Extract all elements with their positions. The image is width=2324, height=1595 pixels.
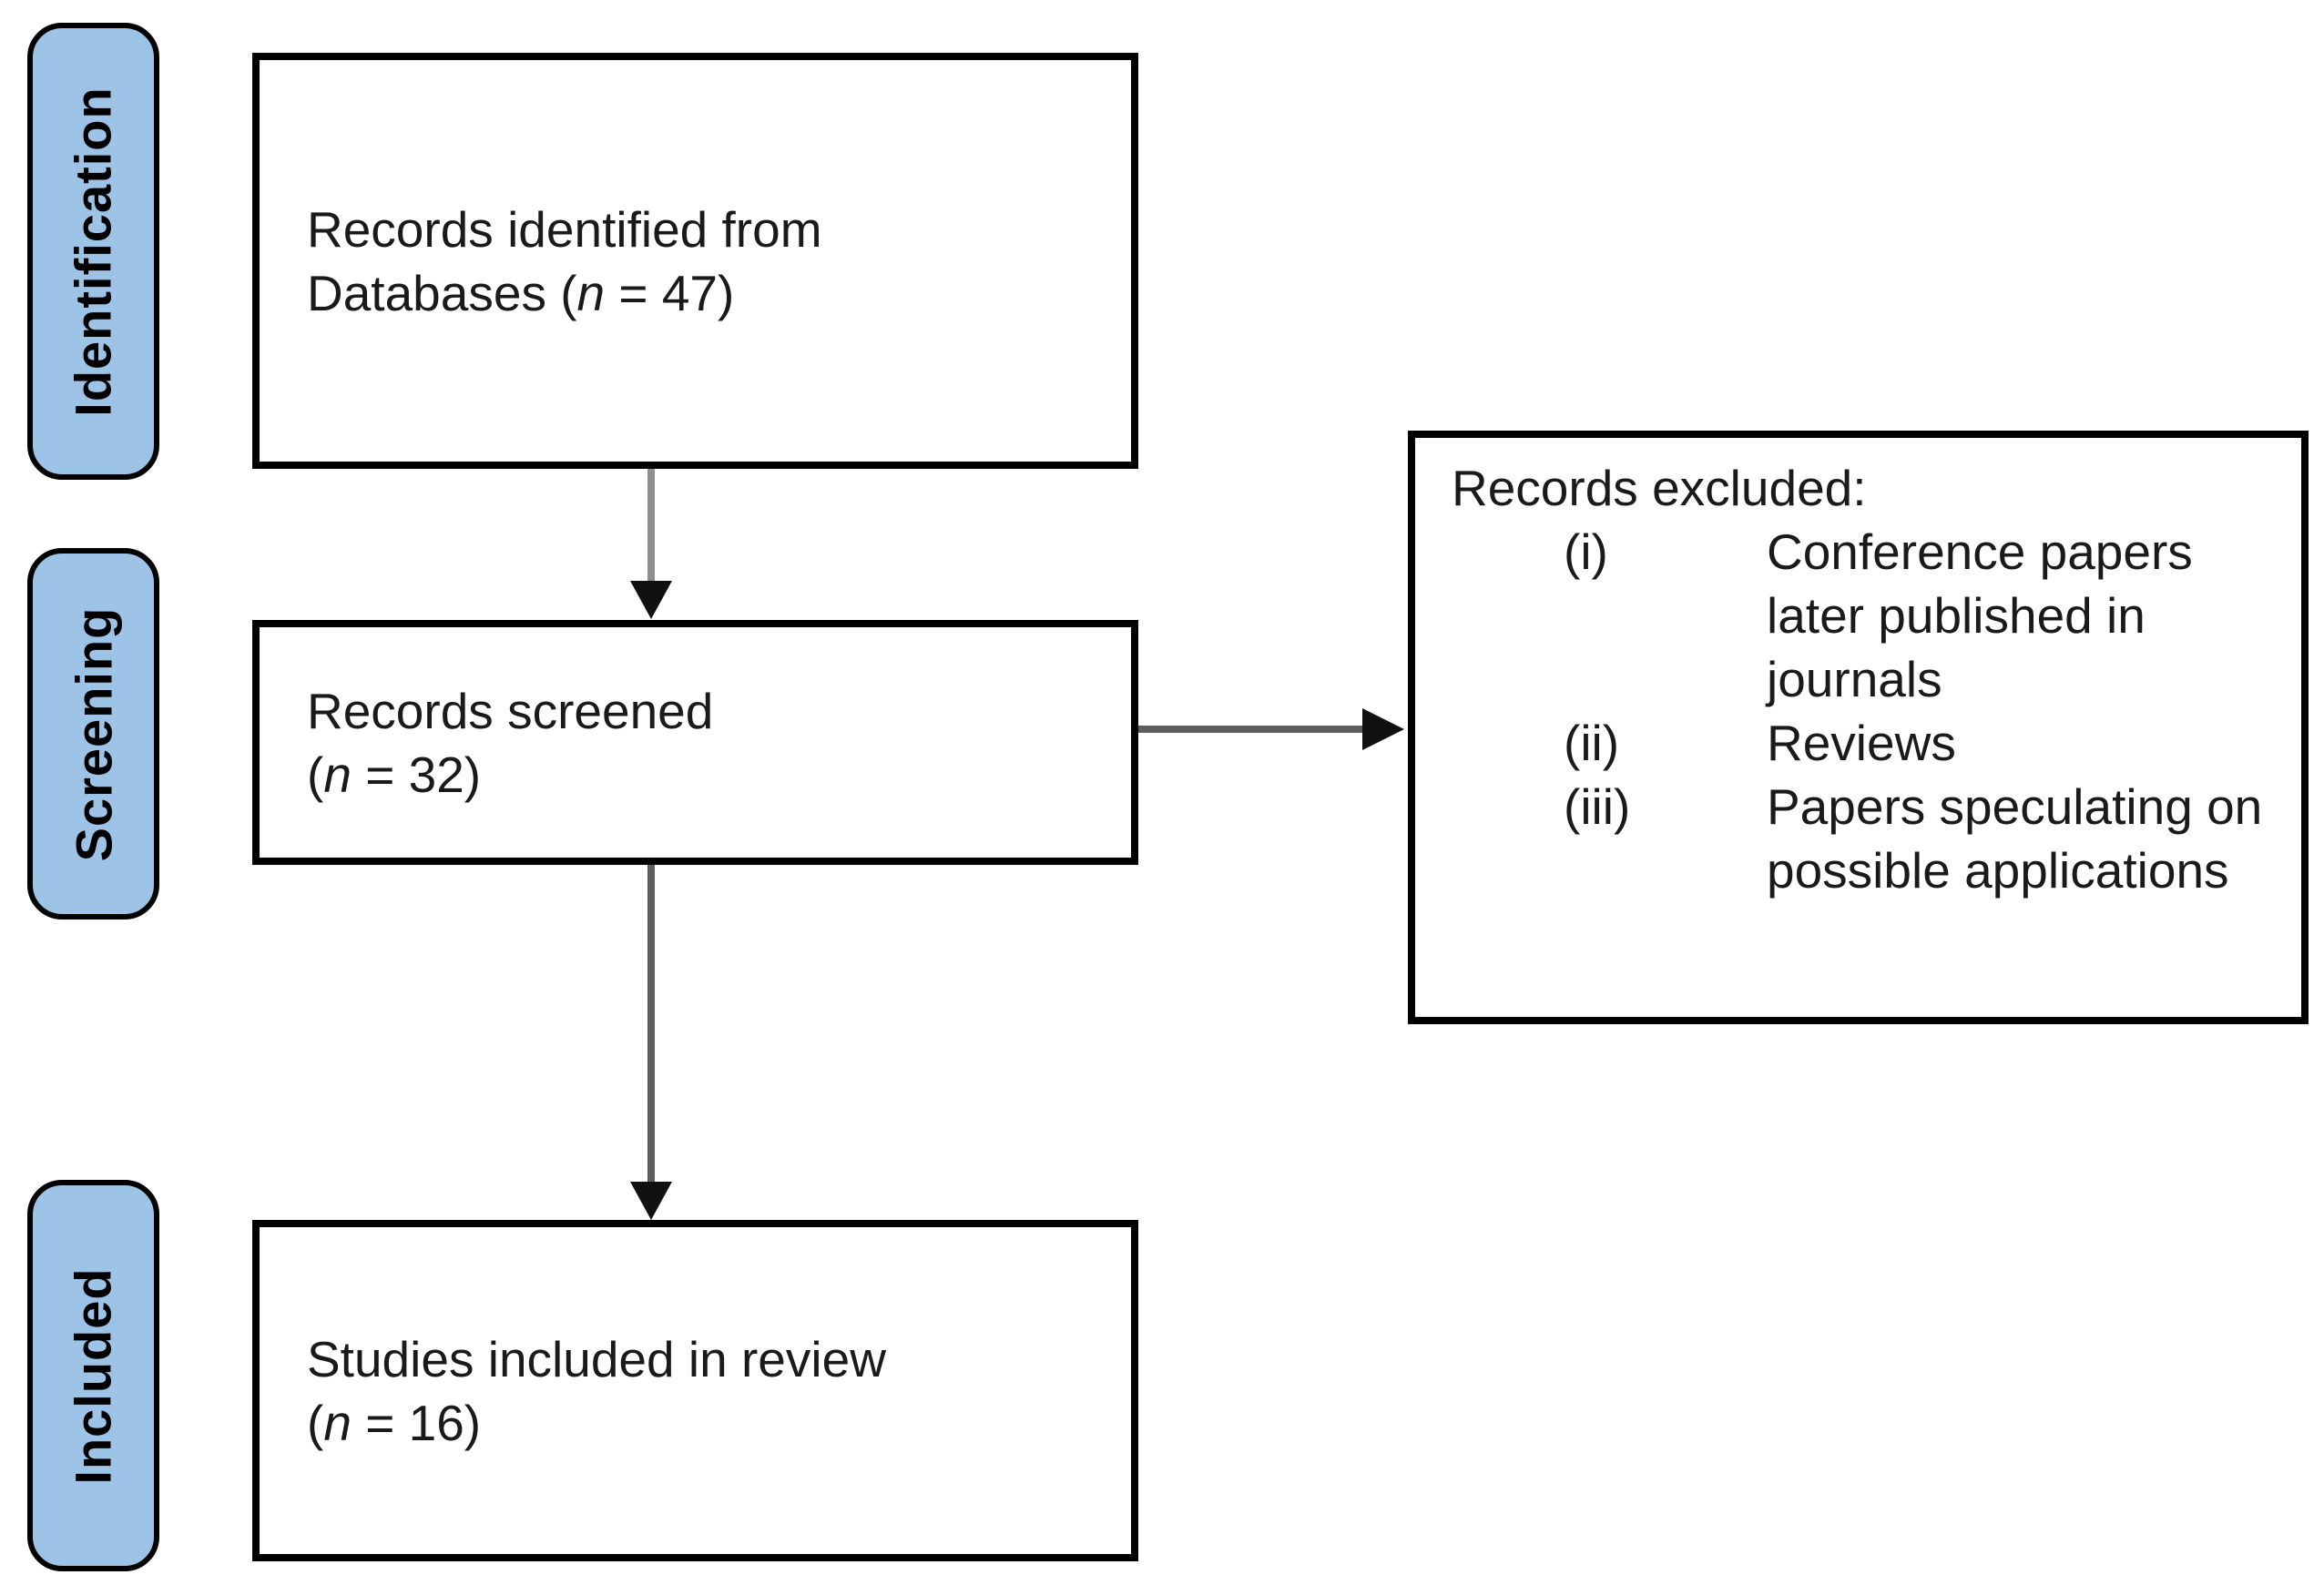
- excluded-item-numeral: (iii): [1564, 778, 1631, 835]
- records-screened-line2: (n = 32): [307, 746, 482, 803]
- stage-pillar-screening: Screening: [27, 548, 159, 919]
- box-studies-included: Studies included in review (n = 16): [252, 1220, 1138, 1561]
- box-records-excluded: Records excluded: (i) Conference papers …: [1408, 431, 2309, 1024]
- box-records-screened: Records screened (n = 32): [252, 620, 1138, 865]
- arrow-screened-to-included-stem: [647, 865, 655, 1184]
- records-identified-line1: Records identified from: [307, 200, 822, 258]
- n-symbol: n: [323, 1394, 352, 1451]
- excluded-item-numeral: (ii): [1564, 715, 1620, 771]
- excluded-item-text: Reviews: [1767, 715, 1956, 771]
- arrow-identified-to-screened-stem: [647, 469, 655, 583]
- arrow-screened-to-excluded-stem: [1138, 726, 1366, 733]
- excluded-item-numeral: (i): [1564, 523, 1608, 580]
- records-identified-line2: Databases (n = 47): [307, 264, 735, 321]
- n-symbol: n: [323, 746, 352, 803]
- arrow-screened-to-included-head: [630, 1182, 672, 1220]
- stage-label-screening: Screening: [65, 606, 123, 861]
- excluded-item-row: (i) Conference papers later published in…: [1452, 520, 2283, 711]
- stage-label-included: Included: [65, 1266, 123, 1485]
- records-excluded-title: Records excluded:: [1452, 460, 1867, 516]
- arrow-identified-to-screened-head: [630, 581, 672, 619]
- records-screened-line1: Records screened: [307, 682, 714, 739]
- stage-pillar-identification: Identification: [27, 23, 159, 480]
- arrow-screened-to-excluded-head: [1362, 708, 1404, 750]
- n-symbol: n: [576, 264, 606, 321]
- box-records-identified: Records identified from Databases (n = 4…: [252, 53, 1138, 469]
- studies-included-line2: (n = 16): [307, 1394, 482, 1451]
- stage-label-identification: Identification: [65, 86, 123, 417]
- stage-pillar-included: Included: [27, 1180, 159, 1571]
- excluded-item-row: (ii) Reviews: [1452, 711, 2283, 775]
- studies-included-line1: Studies included in review: [307, 1330, 886, 1387]
- excluded-item-text: Papers speculating on possible applicati…: [1767, 778, 2263, 899]
- excluded-item-text: Conference papers later published in jou…: [1767, 523, 2193, 707]
- excluded-item-row: (iii) Papers speculating on possible app…: [1452, 775, 2283, 902]
